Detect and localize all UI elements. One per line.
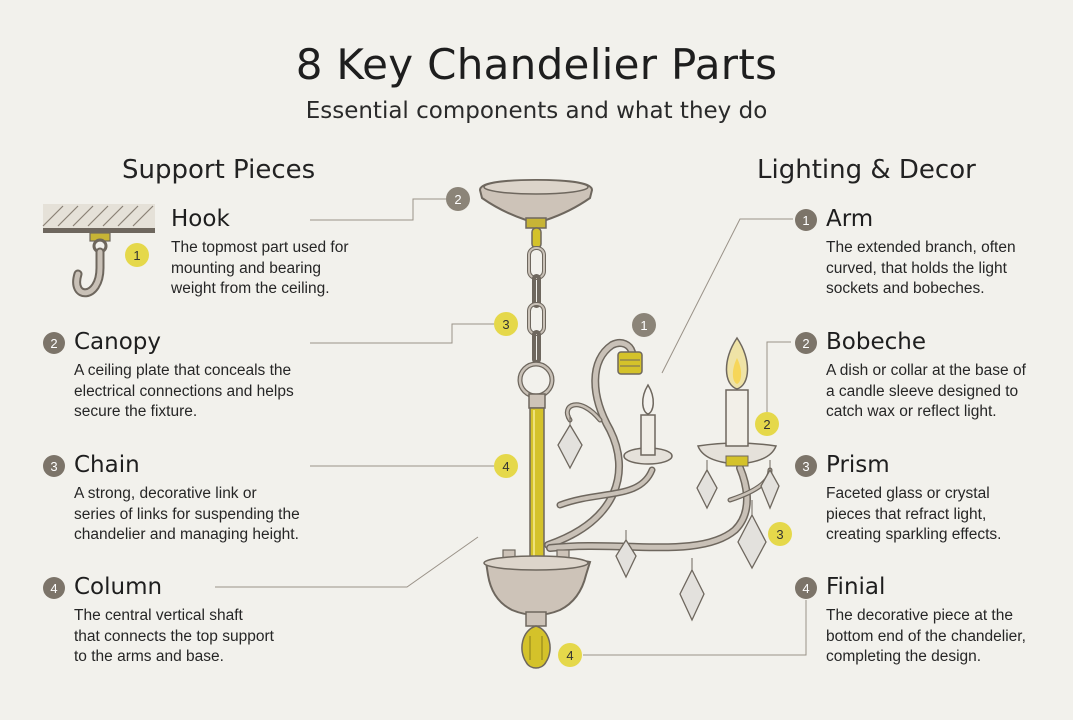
leader-line-bobeche xyxy=(766,341,791,412)
item-title: Arm xyxy=(826,206,874,232)
item-column: Column The central vertical shaft that c… xyxy=(74,574,354,668)
arm-callout-badge: 1 xyxy=(632,313,656,337)
column-callout-badge: 4 xyxy=(494,454,518,478)
chain-number-badge: 3 xyxy=(43,455,65,477)
item-title: Finial xyxy=(826,574,886,600)
item-desc-line: chandelier and managing height. xyxy=(74,526,299,543)
canopy-shape xyxy=(478,178,594,229)
base-bowl-shape xyxy=(483,549,592,627)
item-title: Column xyxy=(74,574,163,600)
item-desc-line: The decorative piece at the xyxy=(826,607,1013,624)
prism-shapes xyxy=(557,423,780,622)
item-desc-line: The topmost part used for xyxy=(171,239,349,256)
page-subtitle: Essential components and what they do xyxy=(305,98,768,124)
item-desc-line: A strong, decorative link or xyxy=(74,485,257,502)
item-chain: Chain A strong, decorative link or serie… xyxy=(74,452,354,546)
leader-line-arm xyxy=(661,218,793,374)
item-desc-line: mounting and bearing xyxy=(171,259,321,277)
item-desc-line: completing the design. xyxy=(826,648,982,665)
canopy-callout-badge: 2 xyxy=(446,187,470,211)
column-shape xyxy=(528,393,546,559)
item-desc-line: to the arms and base. xyxy=(74,648,224,665)
item-desc-line: A ceiling plate that conceals the xyxy=(74,362,292,379)
finial-number-badge: 4 xyxy=(795,577,817,599)
item-desc-line: A dish or collar at the base of xyxy=(826,362,1026,379)
page-title: 8 Key Chandelier Parts xyxy=(295,40,778,89)
item-desc-line: secure the fixture. xyxy=(74,403,198,420)
item-title: Chain xyxy=(74,452,140,478)
item-desc-line: The extended branch, often xyxy=(826,239,1016,256)
item-desc-line: catch wax or reflect light. xyxy=(826,403,997,420)
finial-callout-badge: 4 xyxy=(558,643,582,667)
leader-line-chain xyxy=(310,323,494,344)
finial-shape xyxy=(521,625,551,669)
item-desc-line: The central vertical shaft xyxy=(74,607,243,624)
item-title: Hook xyxy=(171,206,230,232)
leader-line-canopy xyxy=(310,198,446,221)
support-pieces-heading: Support Pieces xyxy=(122,155,316,185)
lighting-decor-heading: Lighting & Decor xyxy=(757,155,976,185)
arm-shapes xyxy=(544,339,773,552)
chain-callout-badge: 3 xyxy=(494,312,518,336)
left-candle-shape xyxy=(623,383,673,465)
hook-icon xyxy=(72,232,111,298)
right-candle-shape xyxy=(696,336,778,467)
leader-line-hook-column-base xyxy=(215,536,479,588)
canopy-number-badge: 2 xyxy=(43,332,65,354)
item-desc-line: weight from the ceiling. xyxy=(171,280,330,297)
item-desc-line: that connects the top support xyxy=(74,627,274,645)
item-title: Bobeche xyxy=(826,329,926,355)
item-hook: Hook The topmost part used for mounting … xyxy=(171,206,451,300)
bobeche-number-badge: 2 xyxy=(795,332,817,354)
item-desc-line: sockets and bobeches. xyxy=(826,280,985,297)
arm-number-badge: 1 xyxy=(795,209,817,231)
prism-callout-badge: 3 xyxy=(768,522,792,546)
bobeche-callout-badge: 2 xyxy=(755,412,779,436)
item-desc-line: bottom end of the chandelier, xyxy=(826,627,1026,645)
item-arm: Arm The extended branch, often curved, t… xyxy=(826,206,1056,300)
item-desc-line: electrical connections and helps xyxy=(74,382,294,400)
leader-line-finial xyxy=(583,600,807,656)
chain-shape xyxy=(517,227,555,399)
column-number-badge: 4 xyxy=(43,577,65,599)
item-desc-line: curved, that holds the light xyxy=(826,259,1007,277)
item-desc-line: series of links for suspending the xyxy=(74,505,300,523)
item-title: Prism xyxy=(826,452,890,478)
prism-number-badge: 3 xyxy=(795,455,817,477)
item-desc-line: Faceted glass or crystal xyxy=(826,485,990,502)
socket-shape xyxy=(617,351,643,375)
hook-callout-badge: 1 xyxy=(125,243,149,267)
item-title: Canopy xyxy=(74,329,162,355)
item-desc-line: a candle sleeve designed to xyxy=(826,382,1019,400)
item-canopy: Canopy A ceiling plate that conceals the… xyxy=(74,329,354,423)
item-bobeche: Bobeche A dish or collar at the base of … xyxy=(826,329,1056,423)
item-desc-line: creating sparkling effects. xyxy=(826,526,1002,543)
item-finial: Finial The decorative piece at the botto… xyxy=(826,574,1061,668)
item-desc-line: pieces that refract light, xyxy=(826,505,987,523)
item-prism: Prism Faceted glass or crystal pieces th… xyxy=(826,452,1056,546)
ceiling-hatch-icon xyxy=(42,204,155,233)
